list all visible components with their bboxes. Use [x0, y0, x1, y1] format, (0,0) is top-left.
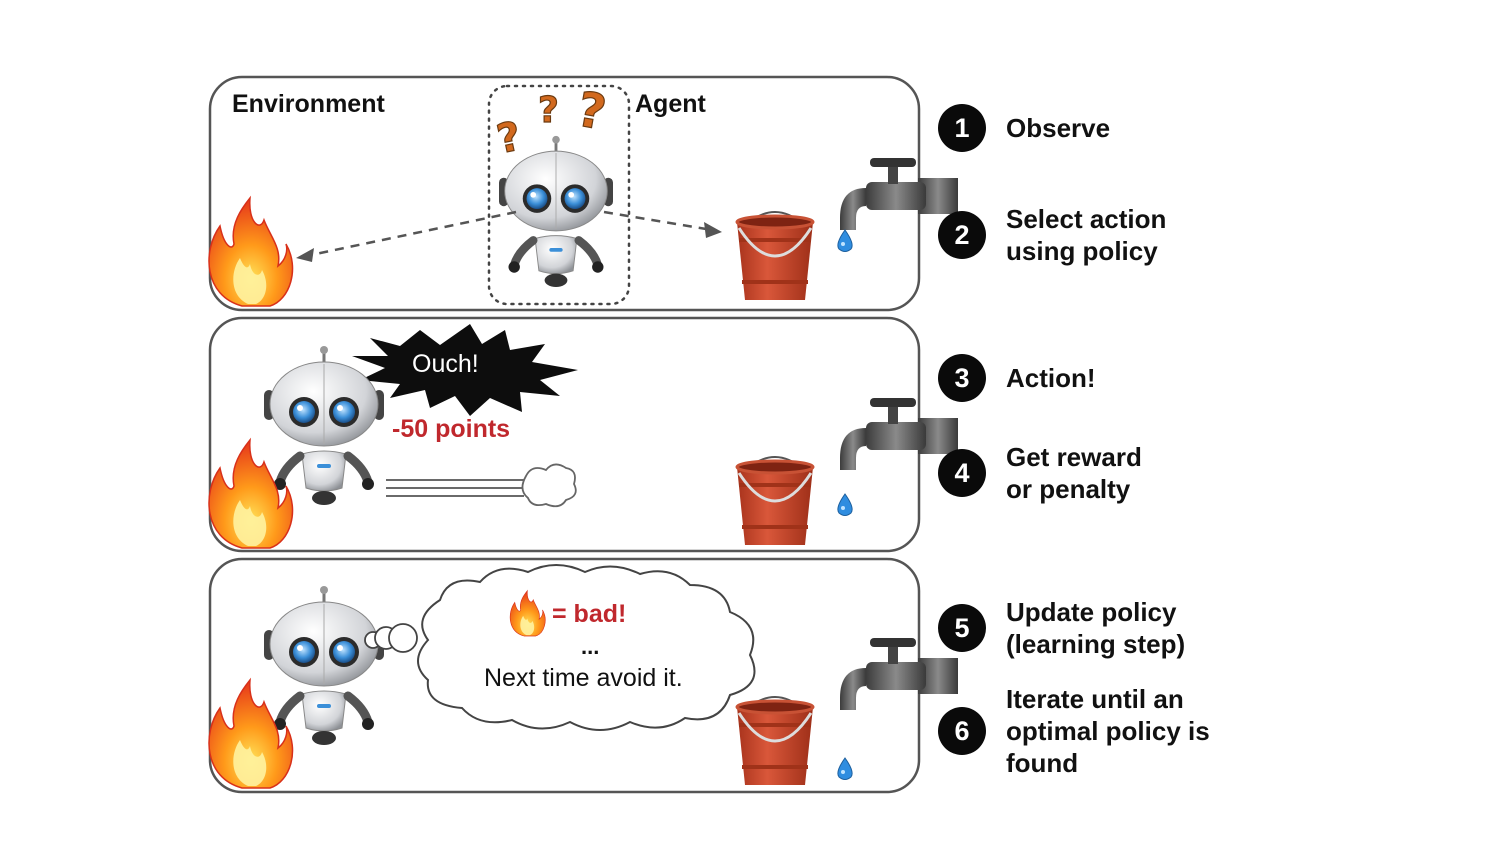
step-label: Select action using policy [1006, 204, 1167, 266]
svg-text:?: ? [493, 113, 525, 163]
step-label: Observe [1006, 113, 1111, 143]
water-drop-icon [837, 229, 853, 252]
ouch-text: Ouch! [412, 350, 479, 378]
penalty-text: -50 points [392, 415, 511, 443]
avoid-text: Next time avoid it. [484, 664, 683, 692]
explosion-icon [352, 324, 578, 416]
motion-lines [386, 479, 524, 497]
step-label: Update policy (learning step) [1006, 597, 1186, 659]
step-label: Get reward or penalty [1006, 442, 1142, 504]
step-number-badge: 5 [938, 604, 986, 652]
robot-icon [264, 346, 384, 505]
step-label: Iterate until an optimal policy is found [1006, 684, 1210, 778]
fire-icon [208, 679, 294, 789]
svg-text:?: ? [573, 81, 610, 141]
fire-icon [208, 197, 294, 307]
question-mark-icon: ? ? ? [492, 81, 610, 164]
water-drop-icon [837, 493, 853, 516]
robot-icon [264, 586, 384, 745]
step-number-badge: 6 [938, 707, 986, 755]
ellipsis-text: ... [581, 634, 600, 659]
step-number-badge: 4 [938, 449, 986, 497]
bucket-icon [735, 455, 815, 547]
agent-label: Agent [635, 90, 706, 118]
arrow-to-bucket [603, 210, 713, 232]
agent-boundary [487, 84, 631, 306]
arrow-to-fire [305, 210, 517, 258]
bucket-icon [735, 210, 815, 302]
step-reward: 4 Get reward or penalty [938, 441, 1142, 505]
fire-icon [208, 439, 294, 549]
step-number-badge: 1 [938, 104, 986, 152]
svg-text:?: ? [538, 90, 559, 131]
step-update-policy: 5 Update policy (learning step) [938, 596, 1185, 660]
environment-label: Environment [232, 90, 385, 118]
step-action: 3 Action! [938, 354, 1096, 402]
bad-text: = bad! [552, 600, 627, 628]
step-number-badge: 2 [938, 211, 986, 259]
step-iterate: 6 Iterate until an optimal policy is fou… [938, 683, 1210, 779]
step-number-badge: 3 [938, 354, 986, 402]
step-select-action: 2 Select action using policy [938, 203, 1166, 267]
step-label: Action! [1006, 363, 1096, 393]
dust-cloud-icon [521, 463, 577, 508]
water-drop-icon [837, 757, 853, 780]
bucket-icon [735, 695, 815, 787]
thought-cloud-icon [417, 564, 756, 731]
step-observe: 1 Observe [938, 104, 1110, 152]
